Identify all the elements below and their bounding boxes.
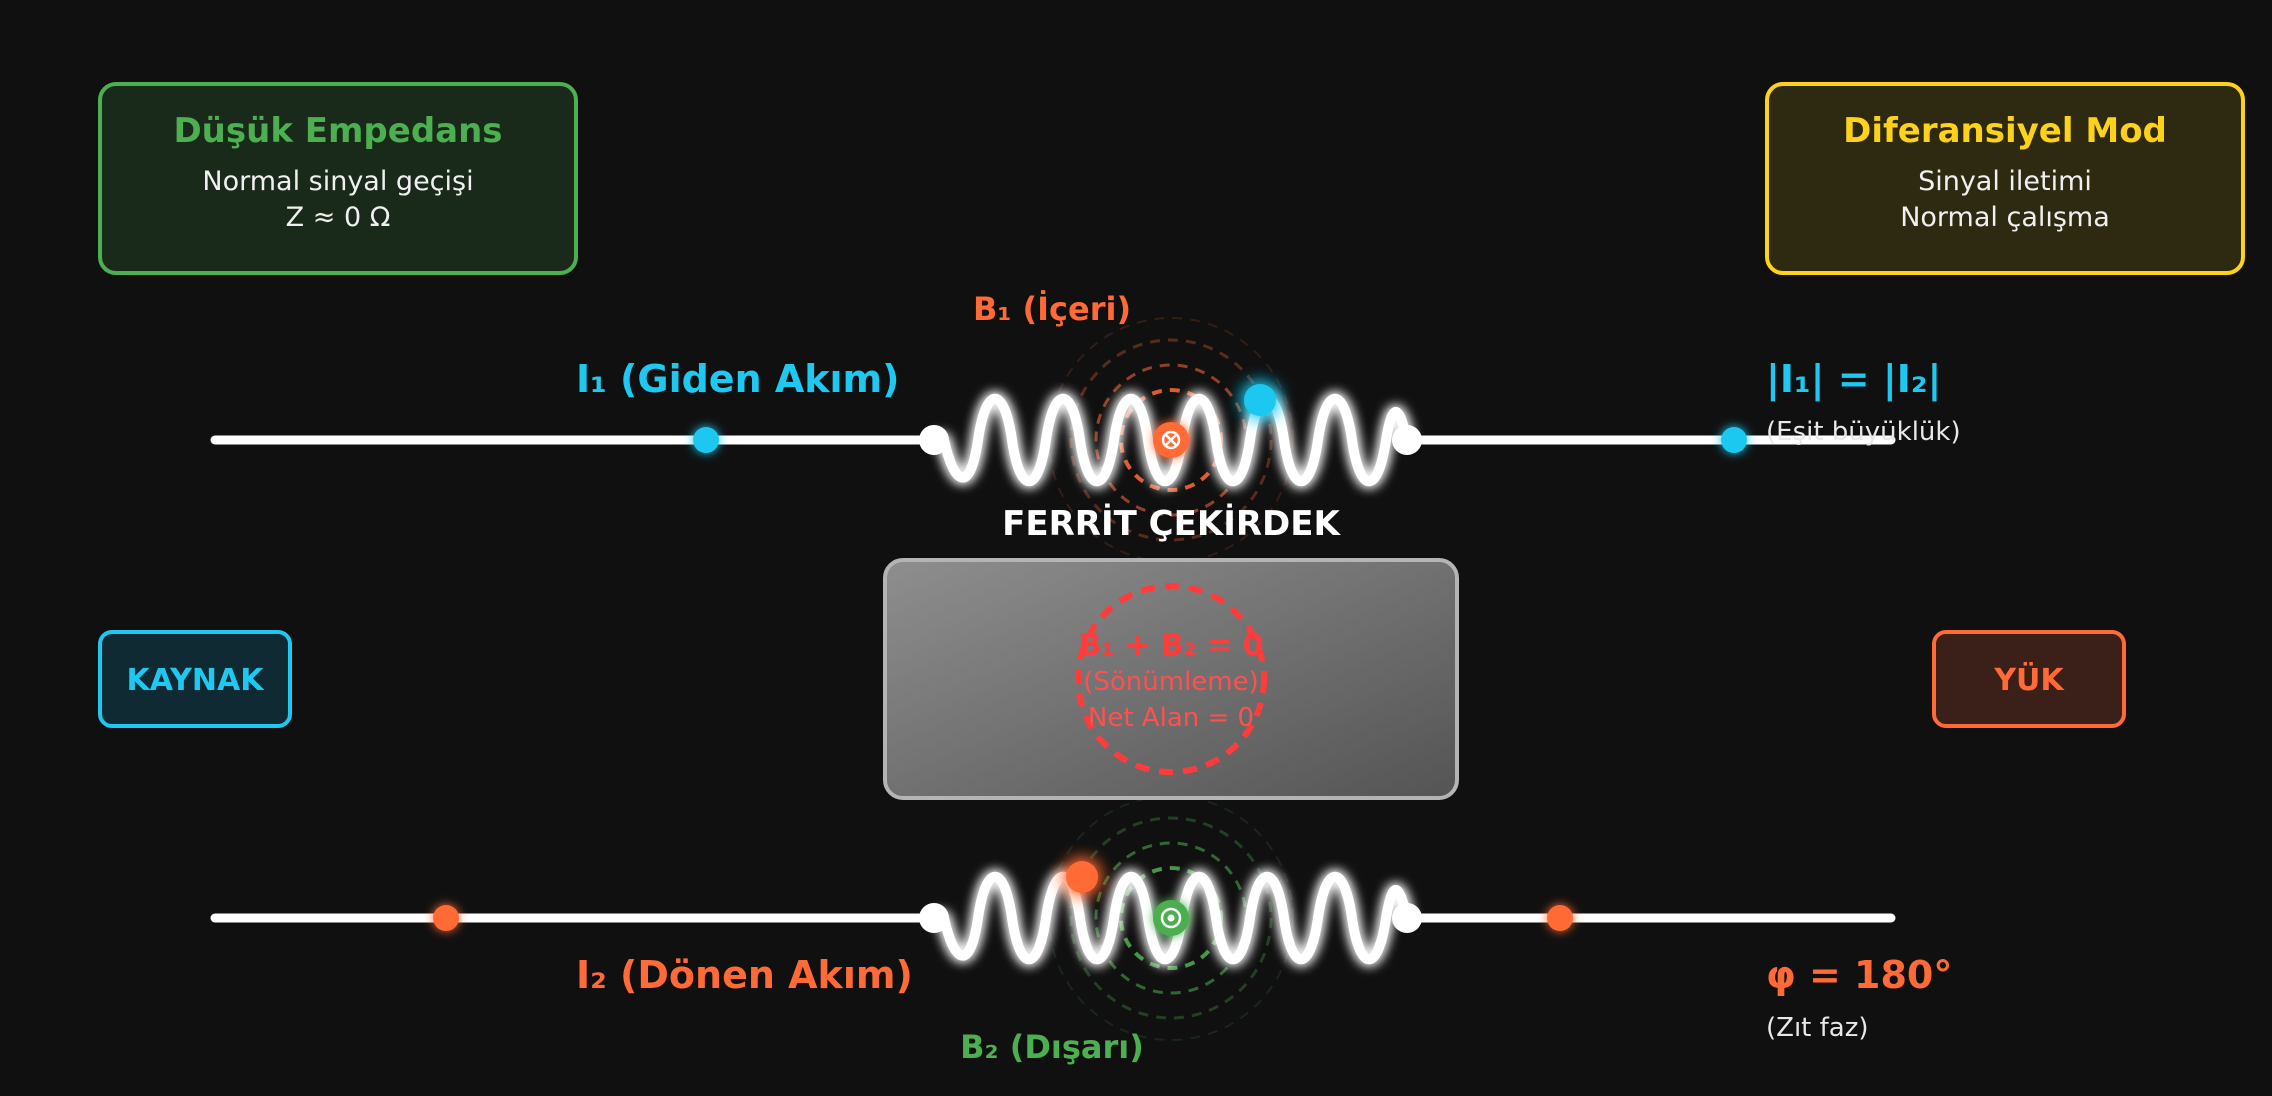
differential-mode-title: Diferansiyel Mod: [1843, 111, 2167, 151]
equal-magnitude-note: (Eşit büyüklük): [1766, 417, 1961, 447]
current-dot: [693, 427, 719, 453]
top-conductor: [210, 393, 1896, 487]
current-dot: [1244, 384, 1276, 416]
current-dot: [1721, 427, 1747, 453]
i1-label: I₁ (Giden Akım): [576, 357, 900, 401]
differential-mode-box: Diferansiyel Mod Sinyal iletimi Normal ç…: [1765, 82, 2245, 275]
top-coil-left-terminal: [919, 425, 949, 455]
phase-label: φ = 180°: [1766, 953, 1952, 997]
low-impedance-line1: Normal sinyal geçişi: [202, 166, 473, 197]
bottom-conductor: [210, 871, 1896, 965]
current-dot: [1547, 905, 1573, 931]
b2-label: B₂ (Dışarı): [960, 1028, 1144, 1066]
source-box: KAYNAK: [98, 630, 292, 728]
cancel-equation: B₁ + B₂ = 0: [1079, 628, 1264, 663]
low-impedance-title: Düşük Empedans: [173, 111, 502, 151]
phase-note: (Zıt faz): [1766, 1013, 1869, 1043]
i2-label: I₂ (Dönen Akım): [576, 953, 913, 997]
differential-mode-line1: Sinyal iletimi: [1918, 166, 2092, 197]
net-field-label: Net Alan = 0: [1088, 703, 1254, 733]
differential-mode-line2: Normal çalışma: [1900, 202, 2110, 233]
cancel-note: (Sönümleme): [1083, 667, 1259, 697]
current-dots-top: [693, 384, 1747, 453]
top-coil-right-terminal: [1392, 425, 1422, 455]
b1-label: B₁ (İçeri): [973, 290, 1131, 328]
low-impedance-line2: Z ≈ 0 Ω: [286, 202, 391, 233]
field-out-of-page-icon: [1153, 900, 1189, 936]
bottom-coil-right-terminal: [1392, 903, 1422, 933]
core-title: FERRİT ÇEKİRDEK: [1002, 503, 1341, 544]
current-dots-bottom: [433, 861, 1573, 931]
low-impedance-box: Düşük Empedans Normal sinyal geçişi Z ≈ …: [98, 82, 578, 275]
source-label: KAYNAK: [127, 663, 266, 698]
current-dot: [433, 905, 459, 931]
ferrite-core: B₁ + B₂ = 0 (Sönümleme) Net Alan = 0: [883, 558, 1459, 800]
bottom-coil-left-terminal: [919, 903, 949, 933]
load-box: YÜK: [1932, 630, 2126, 728]
load-label: YÜK: [1993, 661, 2065, 698]
equal-magnitude-label: |I₁| = |I₂|: [1766, 357, 1941, 402]
current-dot: [1066, 861, 1098, 893]
field-into-page-icon: [1153, 422, 1189, 458]
cancellation-ring: [1075, 583, 1267, 775]
